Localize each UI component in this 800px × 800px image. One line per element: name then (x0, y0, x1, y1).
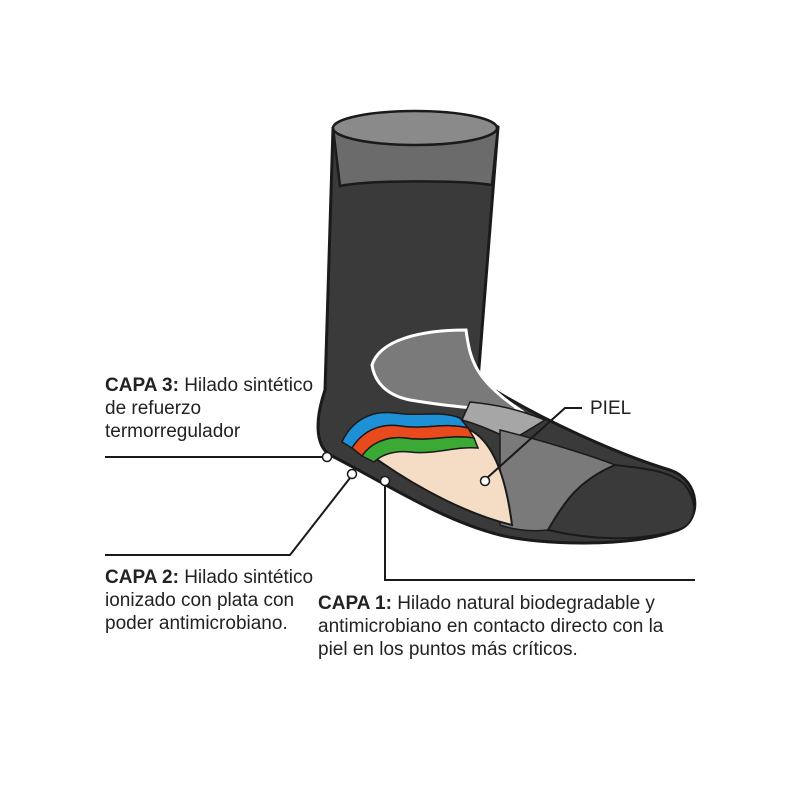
capa2-leader-dot (346, 468, 358, 480)
instep-band (460, 401, 547, 441)
capa2-label: CAPA 2: Hilado sintético ionizado con pl… (105, 566, 320, 635)
heel-zone (370, 328, 525, 412)
piel-leader-line (486, 407, 582, 479)
capa1-leader-dot (379, 475, 391, 487)
toe-cap (546, 463, 695, 540)
capa1-leader-line (384, 485, 695, 581)
capa2-leader-line (105, 477, 351, 556)
capa1-text: Hilado natural biodegradable y antimicro… (318, 593, 664, 660)
capa2-text: Hilado sintético ionizado con plata con … (105, 567, 314, 634)
sock-opening (331, 109, 499, 147)
capa1-title: CAPA 1: (318, 593, 392, 614)
capa3-text: Hilado sintético de refuerzo termorregul… (105, 375, 314, 442)
piel-leader-dot (479, 475, 491, 487)
capa2-title: CAPA 2: (105, 567, 179, 588)
capa3-title: CAPA 3: (105, 375, 179, 396)
capa3-label: CAPA 3: Hilado sintético de refuerzo ter… (105, 374, 335, 443)
layer-1-stripe (360, 436, 480, 463)
capa1-label: CAPA 1: Hilado natural biodegradable y a… (318, 592, 698, 661)
capa3-leader-dot (321, 451, 333, 463)
piel-label: PIEL (590, 398, 632, 419)
